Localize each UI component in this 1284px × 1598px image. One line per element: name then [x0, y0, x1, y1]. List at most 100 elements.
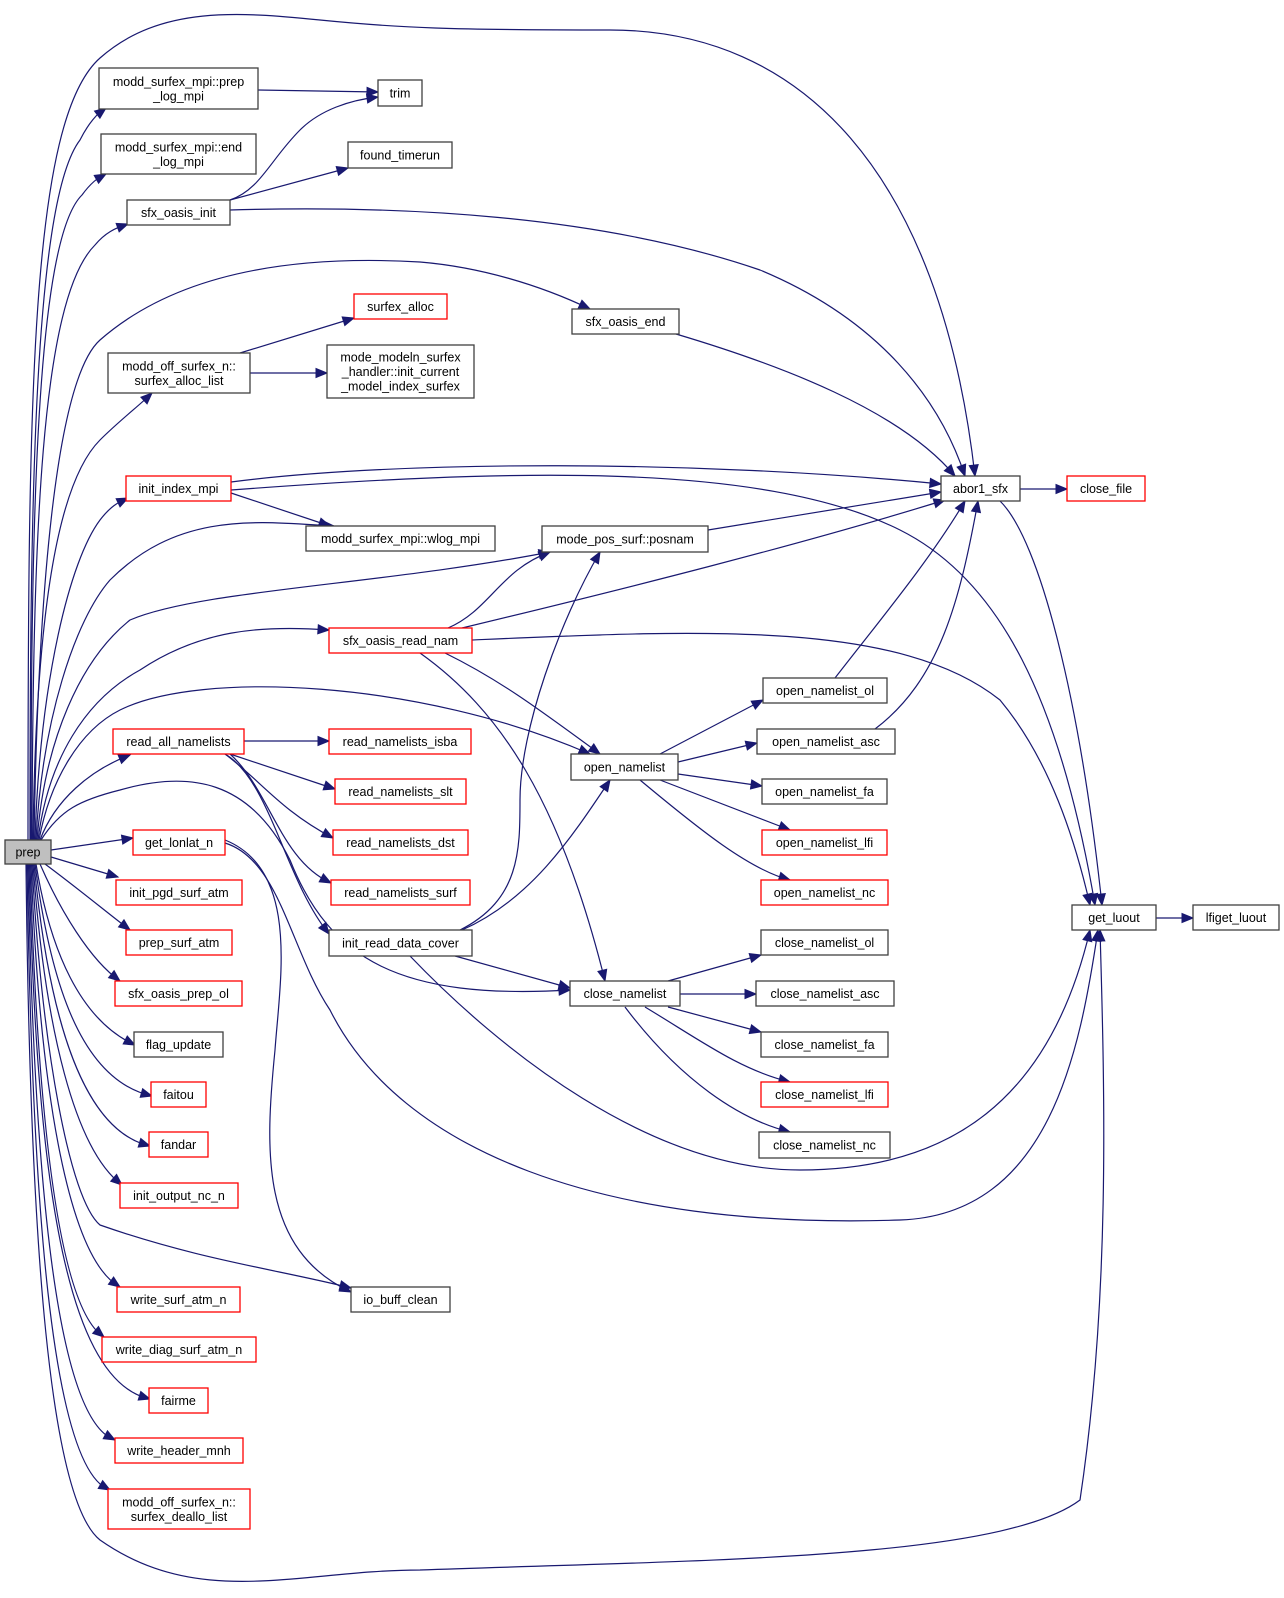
node-open-namelist-ol[interactable]: open_namelist_ol: [762, 677, 888, 704]
node-trim[interactable]: trim: [377, 79, 423, 107]
node-box[interactable]: [760, 1081, 889, 1108]
node-box[interactable]: [326, 344, 475, 399]
node-prep-surf-atm[interactable]: prep_surf_atm: [125, 929, 233, 956]
node-open-namelist-lfi[interactable]: open_namelist_lfi: [761, 829, 888, 856]
node-box[interactable]: [332, 829, 469, 856]
node-box[interactable]: [116, 1286, 241, 1313]
node-box[interactable]: [114, 980, 243, 1007]
node-box[interactable]: [328, 627, 473, 654]
node-prep[interactable]: prep: [4, 839, 52, 865]
node-sfx-oasis-read-nam[interactable]: sfx_oasis_read_nam: [328, 627, 473, 654]
node-box[interactable]: [755, 980, 895, 1007]
node-lfiget-luout[interactable]: lfiget_luout: [1192, 904, 1280, 931]
node-box[interactable]: [760, 879, 889, 906]
node-box[interactable]: [126, 199, 231, 226]
node-init-index-mpi[interactable]: init_index_mpi: [125, 475, 232, 502]
node-box[interactable]: [328, 728, 472, 755]
node-abor1-sfx[interactable]: abor1_sfx: [940, 475, 1021, 502]
node-box[interactable]: [761, 829, 888, 856]
node-wlog-mpi[interactable]: modd_surfex_mpi::wlog_mpi: [305, 525, 496, 552]
node-box[interactable]: [150, 1081, 207, 1108]
node-open-namelist-nc[interactable]: open_namelist_nc: [760, 879, 889, 906]
node-read-all-namelists[interactable]: read_all_namelists: [112, 728, 245, 755]
node-box[interactable]: [148, 1131, 209, 1158]
node-posnam[interactable]: mode_pos_surf::posnam: [541, 525, 709, 553]
node-read-namelists-isba[interactable]: read_namelists_isba: [328, 728, 472, 755]
node-box[interactable]: [1071, 904, 1157, 931]
node-box[interactable]: [760, 929, 889, 956]
node-box[interactable]: [758, 1131, 891, 1159]
node-close-namelist-ol[interactable]: close_namelist_ol: [760, 929, 889, 956]
node-get-lonlat-n[interactable]: get_lonlat_n: [132, 829, 226, 856]
node-close-namelist-fa[interactable]: close_namelist_fa: [760, 1031, 889, 1058]
node-end-log-mpi[interactable]: modd_surfex_mpi::end_log_mpi: [100, 133, 257, 175]
node-box[interactable]: [107, 352, 251, 394]
node-box[interactable]: [762, 677, 888, 704]
node-box[interactable]: [98, 67, 259, 110]
node-sfx-oasis-init[interactable]: sfx_oasis_init: [126, 199, 231, 226]
node-surfex-alloc[interactable]: surfex_alloc: [353, 293, 448, 320]
node-box[interactable]: [101, 1336, 257, 1363]
node-box[interactable]: [761, 778, 888, 805]
node-box[interactable]: [107, 1488, 251, 1530]
node-box[interactable]: [334, 778, 467, 805]
node-box[interactable]: [377, 79, 423, 107]
node-box[interactable]: [347, 141, 453, 169]
node-init-current-model[interactable]: mode_modeln_surfex_handler::init_current…: [326, 344, 475, 399]
node-box[interactable]: [132, 829, 226, 856]
node-init-pgd-surf-atm[interactable]: init_pgd_surf_atm: [115, 879, 243, 906]
node-box[interactable]: [760, 1031, 889, 1058]
node-close-file[interactable]: close_file: [1066, 475, 1146, 502]
node-write-diag-surf-atm-n[interactable]: write_diag_surf_atm_n: [101, 1336, 257, 1363]
node-box[interactable]: [133, 1031, 224, 1058]
node-open-namelist-asc[interactable]: open_namelist_asc: [756, 728, 896, 755]
node-box[interactable]: [112, 728, 245, 755]
node-get-luout[interactable]: get_luout: [1071, 904, 1157, 931]
node-box[interactable]: [148, 1387, 209, 1414]
node-write-header-mnh[interactable]: write_header_mnh: [114, 1437, 244, 1464]
node-faitou[interactable]: faitou: [150, 1081, 207, 1108]
node-box[interactable]: [569, 980, 681, 1007]
node-io-buff-clean[interactable]: io_buff_clean: [350, 1286, 451, 1313]
node-read-namelists-surf[interactable]: read_namelists_surf: [330, 879, 471, 906]
node-fandar[interactable]: fandar: [148, 1131, 209, 1158]
node-box[interactable]: [115, 879, 243, 906]
node-box[interactable]: [125, 929, 233, 956]
node-sfx-oasis-end[interactable]: sfx_oasis_end: [571, 308, 680, 335]
node-box[interactable]: [119, 1182, 239, 1209]
node-box[interactable]: [570, 753, 679, 781]
node-box[interactable]: [125, 475, 232, 502]
node-box[interactable]: [353, 293, 448, 320]
node-box[interactable]: [328, 929, 473, 957]
node-surfex-alloc-list[interactable]: modd_off_surfex_n::surfex_alloc_list: [107, 352, 251, 394]
node-found-timerun[interactable]: found_timerun: [347, 141, 453, 169]
node-open-namelist[interactable]: open_namelist: [570, 753, 679, 781]
node-box[interactable]: [541, 525, 709, 553]
node-box[interactable]: [305, 525, 496, 552]
node-sfx-oasis-prep-ol[interactable]: sfx_oasis_prep_ol: [114, 980, 243, 1007]
node-box[interactable]: [571, 308, 680, 335]
node-box[interactable]: [100, 133, 257, 175]
node-write-surf-atm-n[interactable]: write_surf_atm_n: [116, 1286, 241, 1313]
node-surfex-deallo-list[interactable]: modd_off_surfex_n::surfex_deallo_list: [107, 1488, 251, 1530]
node-read-namelists-slt[interactable]: read_namelists_slt: [334, 778, 467, 805]
node-box[interactable]: [4, 839, 52, 865]
node-box[interactable]: [350, 1286, 451, 1313]
node-close-namelist[interactable]: close_namelist: [569, 980, 681, 1007]
node-close-namelist-lfi[interactable]: close_namelist_lfi: [760, 1081, 889, 1108]
node-fairme[interactable]: fairme: [148, 1387, 209, 1414]
node-box[interactable]: [1066, 475, 1146, 502]
node-box[interactable]: [756, 728, 896, 755]
node-init-output-nc-n[interactable]: init_output_nc_n: [119, 1182, 239, 1209]
node-close-namelist-nc[interactable]: close_namelist_nc: [758, 1131, 891, 1159]
node-flag-update[interactable]: flag_update: [133, 1031, 224, 1058]
node-close-namelist-asc[interactable]: close_namelist_asc: [755, 980, 895, 1007]
node-box[interactable]: [330, 879, 471, 906]
node-init-read-data-cover[interactable]: init_read_data_cover: [328, 929, 473, 957]
node-prep-log-mpi[interactable]: modd_surfex_mpi::prep_log_mpi: [98, 67, 259, 110]
node-read-namelists-dst[interactable]: read_namelists_dst: [332, 829, 469, 856]
node-open-namelist-fa[interactable]: open_namelist_fa: [761, 778, 888, 805]
node-box[interactable]: [114, 1437, 244, 1464]
node-box[interactable]: [940, 475, 1021, 502]
node-box[interactable]: [1192, 904, 1280, 931]
